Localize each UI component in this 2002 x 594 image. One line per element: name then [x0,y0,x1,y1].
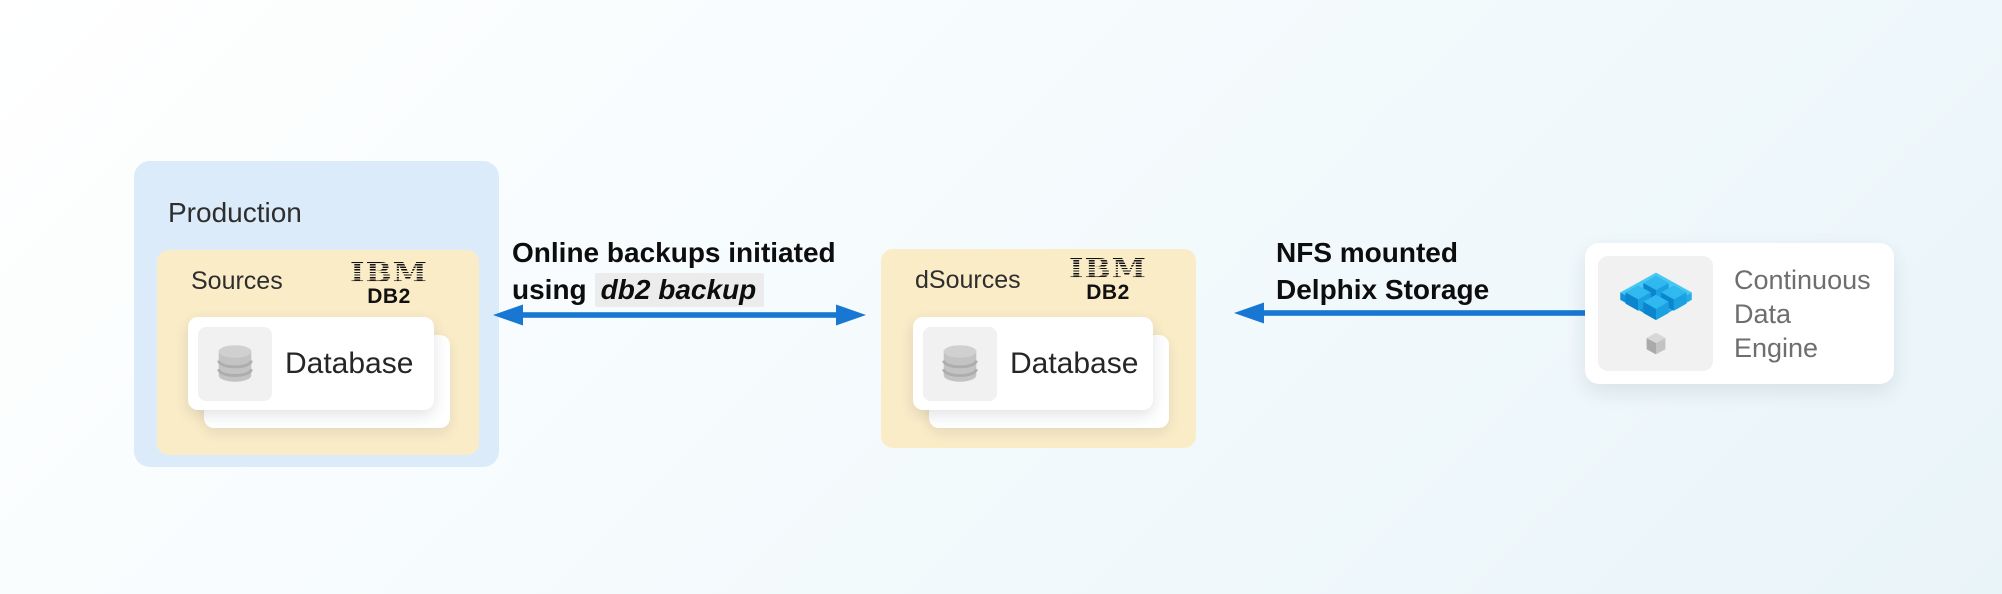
production-label: Production [168,197,302,228]
nfs-arrow-label-line1: NFS mounted [1276,237,1458,268]
sources-label: Sources [191,267,283,295]
delphix-cube-cluster-icon [1619,272,1692,354]
database-icon-tile [198,326,272,401]
nfs-arrow-label: NFS mounted Delphix Storage [1276,234,1489,308]
backup-arrow [492,301,867,329]
database-card: Database [188,317,434,410]
db2-backup-command-chip: db2 backup [594,273,765,307]
ibm-wordmark-icon: IBM [349,257,429,289]
db2-label: DB2 [1086,281,1130,304]
ibm-db2-logo: IBM DB2 [349,257,429,309]
dsources-box: dSources IBM DB2 Database [881,249,1196,448]
engine-label-line2: Data [1734,298,1792,329]
database-icon-tile [923,326,997,401]
double-arrow-icon [493,304,866,326]
left-arrow-icon [1234,302,1585,324]
database-icon [217,344,253,382]
backup-arrow-label-line1: Online backups initiated [512,237,836,268]
nfs-arrow [1233,299,1585,327]
sources-box: Sources IBM DB2 Database [157,250,479,455]
engine-label: Continuous Data Engine [1734,263,1871,365]
dsources-label: dSources [915,266,1021,294]
continuous-data-engine-card: Continuous Data Engine [1585,243,1894,384]
database-label: Database [285,346,414,380]
db2-label: DB2 [367,285,411,308]
engine-label-line3: Engine [1734,332,1819,363]
database-icon [942,344,978,382]
engine-icon-tile [1598,256,1713,371]
ibm-db2-logo: IBM DB2 [1068,253,1148,305]
nfs-arrow-label-line2: Delphix Storage [1276,274,1490,305]
ibm-wordmark-icon: IBM [1068,253,1148,285]
backup-arrow-label-prefix: using [512,274,587,305]
database-card: Database [913,317,1153,410]
engine-label-line1: Continuous [1734,264,1871,295]
database-label: Database [1010,346,1139,380]
